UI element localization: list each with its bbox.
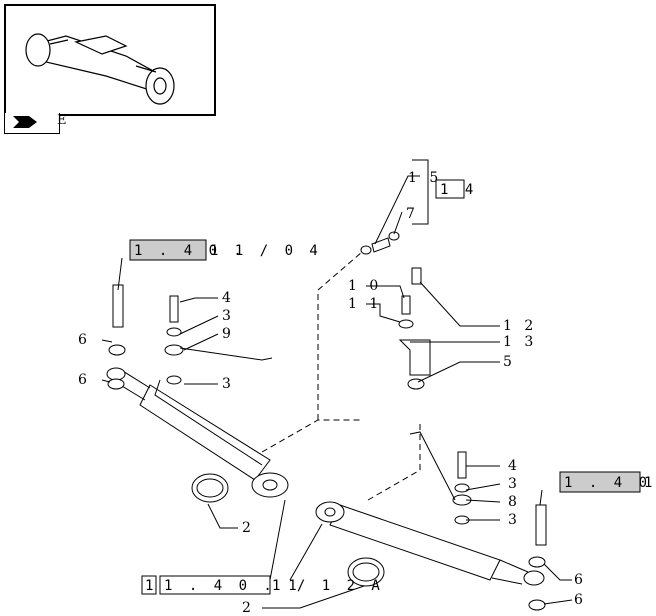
ref-bottom-rest: 1 / 1 2 A (272, 578, 384, 594)
callout-11: 1 1 (348, 296, 382, 312)
ref-top-left-rest: 1 1 / 0 4 (210, 243, 322, 259)
callout-4-left: 4 (222, 290, 235, 306)
callout-4-right: 4 (508, 458, 521, 474)
callout-6-right-top: 6 (574, 572, 587, 588)
callout-2-left: 2 (242, 520, 255, 536)
next-page-button[interactable]: E (4, 113, 67, 134)
lube-pipe-left (179, 347, 273, 361)
hose-clamp-left (191, 473, 229, 503)
dashed-connector (317, 251, 363, 420)
ref-box-14-text: 1 4 (440, 182, 477, 198)
callout-9: 9 (222, 326, 235, 342)
ref-right-box: 1 . 4 0 . (564, 475, 656, 491)
callout-3-left-bottom: 3 (222, 376, 235, 392)
callout-6-right-bottom: 6 (574, 592, 587, 608)
ball-joint-stud-left (112, 284, 124, 328)
ball-joint-stud-right (535, 504, 547, 546)
right-hydraulic-cylinder (315, 501, 545, 586)
grease-nipple (411, 267, 422, 285)
ref-box-bottom-a (141, 575, 157, 595)
callout-5: 5 (503, 354, 516, 370)
callout-6-left-bottom: 6 (78, 372, 91, 388)
nav-suffix: E (57, 113, 67, 128)
axle-assembly-thumbnail (25, 33, 175, 105)
ref-bottom-box-b: 1 . 4 0 . 1 (164, 578, 301, 594)
callout-3-right-bottom: 3 (508, 512, 521, 528)
thumbnail-frame (4, 4, 216, 116)
left-hydraulic-cylinder (106, 367, 289, 498)
o-ring (360, 245, 372, 255)
next-page-arrow-icon (13, 116, 37, 128)
callout-2-bottom: 2 (242, 600, 255, 616)
callout-12: 1 2 (503, 318, 537, 334)
callout-8: 8 (508, 494, 521, 510)
ref-top-left-box: 1 . 4 0 . (134, 243, 246, 259)
ref-right-rest: 1 (644, 475, 656, 491)
bolt-left (169, 295, 179, 323)
hose-clamp-right (347, 557, 385, 587)
callout-3-right-top: 3 (508, 476, 521, 492)
ref-box-bottom-b (159, 575, 271, 595)
callout-6-left-top: 6 (78, 332, 91, 348)
bolt-right (457, 451, 467, 479)
bracket (398, 339, 431, 376)
ref-box-top-left (129, 239, 207, 261)
callout-13: 1 3 (503, 334, 537, 350)
ref-box-14 (435, 179, 465, 199)
callout-7: 7 (406, 206, 419, 222)
ref-box-right (559, 471, 641, 493)
lube-pipe-right (409, 431, 456, 501)
ref-bottom-box-a: 1 (145, 578, 157, 594)
callout-15: 1 5 (408, 170, 442, 186)
callout-3-left-top: 3 (222, 308, 235, 324)
callout-10: 1 0 (348, 278, 382, 294)
